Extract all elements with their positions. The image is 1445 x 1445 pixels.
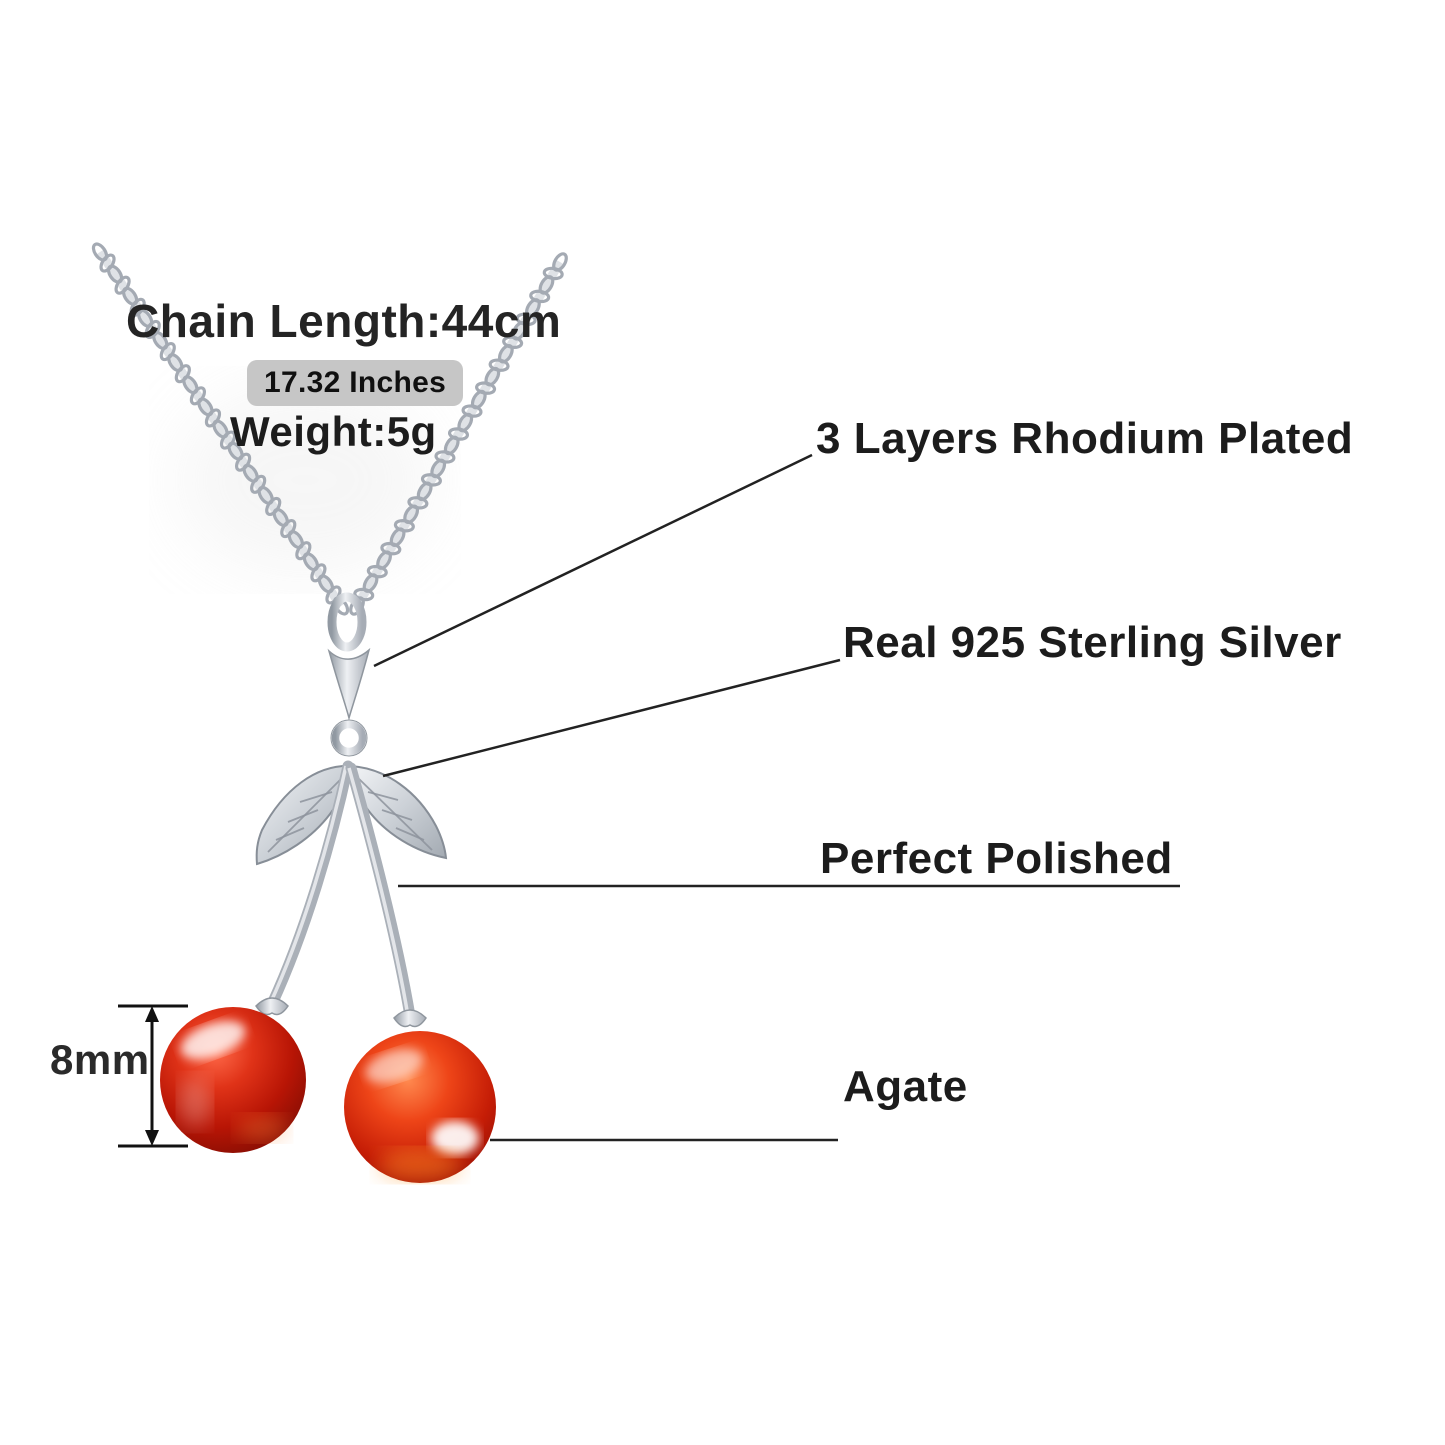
leaf-right bbox=[348, 764, 448, 860]
jump-ring bbox=[331, 720, 367, 756]
cherry-left bbox=[160, 1007, 306, 1153]
pendant-bail bbox=[327, 647, 371, 721]
cherry-right bbox=[344, 1031, 496, 1183]
callout-line-sterling bbox=[382, 658, 841, 778]
chain-length-label: Chain Length:44cm bbox=[126, 295, 562, 347]
bail-loop bbox=[327, 592, 367, 652]
weight-label: Weight:5g bbox=[230, 408, 437, 455]
jump-ring-outline bbox=[330, 719, 368, 757]
cherry-cap-right bbox=[393, 1009, 427, 1028]
inches-badge: 17.32 Inches bbox=[247, 360, 464, 406]
stem-right-highlight bbox=[347, 767, 410, 1017]
callout-rhodium-plated: 3 Layers Rhodium Plated bbox=[816, 414, 1354, 463]
stem-left bbox=[266, 760, 354, 1010]
chain-right bbox=[349, 252, 568, 616]
callout-line-rhodium bbox=[373, 453, 813, 668]
chain-left bbox=[91, 242, 350, 616]
stem-left-highlight bbox=[268, 765, 348, 1005]
bead-size-label: 8mm bbox=[50, 1036, 150, 1083]
stem-right bbox=[345, 762, 416, 1022]
callout-perfect-polished: Perfect Polished bbox=[820, 834, 1173, 883]
cherry-cap-left bbox=[255, 997, 289, 1016]
callout-agate: Agate bbox=[843, 1062, 968, 1111]
measurement-arrow bbox=[118, 1004, 188, 1148]
background-sheen bbox=[175, 385, 435, 575]
callout-sterling-silver: Real 925 Sterling Silver bbox=[843, 618, 1342, 667]
chain-right-body bbox=[353, 259, 564, 609]
